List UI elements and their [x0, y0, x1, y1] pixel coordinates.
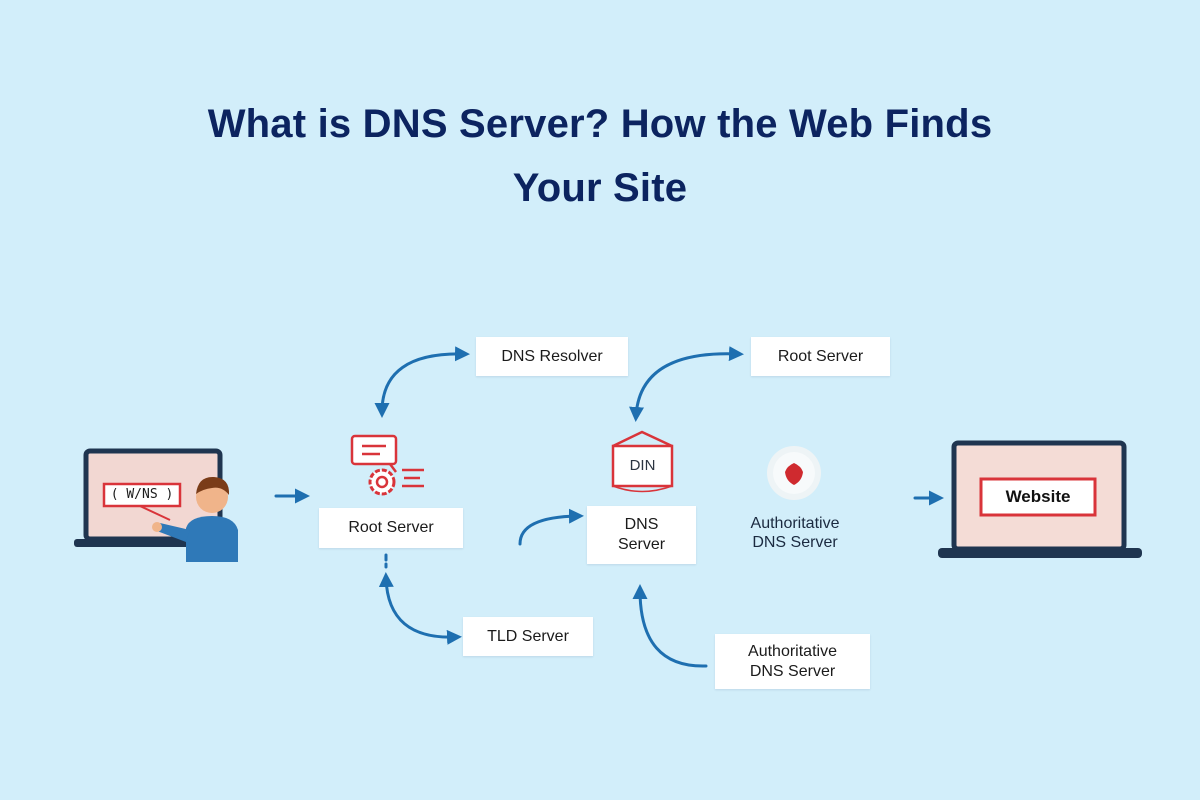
node-authoritative-right-line2: DNS Server: [752, 534, 838, 551]
node-tld-server: TLD Server: [463, 617, 593, 656]
node-authoritative-bottom: Authoritative DNS Server: [715, 634, 870, 689]
laptop-screen-text: ( W/NS ): [110, 487, 174, 502]
dns-box-icon-text: DIN: [629, 457, 656, 474]
arrow-root-tld: [378, 572, 462, 645]
shield-icon: [767, 446, 821, 500]
node-root-server-top-label: Root Server: [777, 347, 864, 365]
laptop-user-icon: [74, 448, 238, 562]
laptop-website-icon: [938, 440, 1142, 558]
node-authoritative-right: Authoritative DNS Server: [722, 514, 868, 552]
arrow-auth-dns: [632, 584, 708, 668]
arrow-to-dns-server: [518, 508, 584, 546]
node-root-server-top: Root Server: [751, 337, 890, 376]
node-root-server-left-label: Root Server: [348, 519, 434, 536]
node-authoritative-bottom-line2: DNS Server: [749, 662, 836, 680]
node-dns-server-line1: DNS: [624, 516, 659, 533]
node-dns-resolver: DNS Resolver: [476, 337, 628, 376]
server-gear-icon: [350, 434, 424, 496]
node-dns-server: DNS Server: [587, 506, 696, 564]
node-root-server-left: Root Server: [319, 508, 463, 548]
dns-mail-icon: [611, 430, 674, 493]
node-dns-resolver-label: DNS Resolver: [501, 347, 603, 365]
arrow-dns-root: [629, 346, 744, 422]
title-line-2: Your Site: [512, 166, 688, 210]
website-label: Website: [1005, 487, 1071, 506]
page-title: What is DNS Server? How the Web Finds Yo…: [0, 92, 1200, 220]
node-authoritative-bottom-line1: Authoritative: [748, 642, 837, 660]
title-line-1: What is DNS Server? How the Web Finds: [207, 102, 993, 146]
arrow-root-resolver: [374, 346, 470, 418]
node-authoritative-right-line1: Authoritative: [750, 515, 840, 532]
node-dns-server-line2: Server: [617, 536, 666, 553]
node-tld-server-label: TLD Server: [487, 627, 569, 645]
